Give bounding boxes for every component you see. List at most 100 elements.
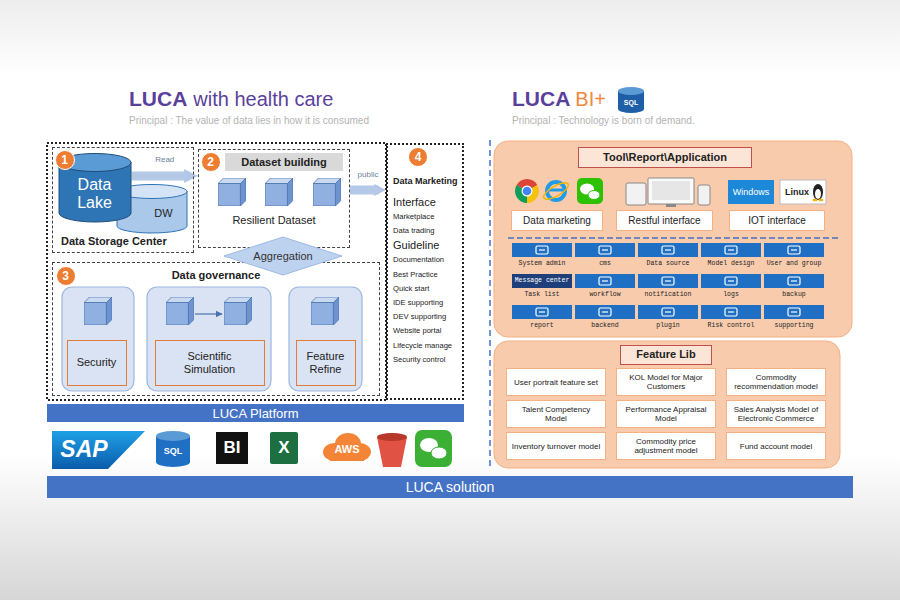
label-text: Windows: [733, 187, 770, 198]
tile-icon: [788, 308, 800, 316]
tile-shape: [701, 274, 761, 288]
wechat-icon: [577, 178, 603, 204]
function-tile-text: Task list: [524, 290, 559, 299]
feature-box: Talent Competency Model: [506, 400, 606, 428]
tile-icon: [728, 249, 734, 250]
product-logo: [618, 87, 644, 95]
tile-shape: [638, 274, 698, 288]
wechat-icon: [577, 178, 603, 204]
tile-shape: [701, 243, 761, 257]
function-tile: Risk control: [701, 305, 761, 332]
function-tile-text: workflow: [589, 290, 620, 299]
callout-circle: 2: [201, 152, 221, 172]
tile-icon: [791, 280, 797, 281]
feature-box: KOL Model for Major Customers: [616, 368, 716, 396]
tile-icon: [791, 249, 797, 250]
tile-icon: [599, 277, 611, 285]
interface-box-text: IOT interface: [748, 215, 806, 227]
tile-fill: [575, 243, 635, 257]
callout-circle: 3: [56, 266, 76, 286]
label-text: SQL: [164, 446, 183, 457]
device-icon: [626, 178, 710, 207]
function-tile: Message centerTask list: [512, 274, 572, 301]
tile-shape: [764, 274, 824, 288]
function-tile: System admin: [512, 243, 572, 270]
tile-fill: [575, 274, 635, 288]
os-tile: [813, 184, 823, 200]
tile-shape: [764, 243, 824, 257]
platform-band: LUCA Platform: [47, 404, 464, 422]
title-text: with health care: [193, 86, 333, 112]
callout-circle-text: 1: [61, 153, 68, 167]
feature-box-text: Talent Competency Model: [510, 405, 602, 423]
edge-label: public: [358, 170, 379, 180]
marketing-region-text: Marketplace: [393, 210, 434, 224]
feature-box: Sales Analysis Model of Electronic Comme…: [726, 400, 826, 428]
tile-fill: [638, 243, 698, 257]
marketing-region-text: IDE supporting: [393, 296, 443, 310]
function-tile: backup: [764, 274, 824, 301]
title-text: LUCA: [129, 86, 187, 112]
function-tile: notification: [638, 274, 698, 301]
cube-icon: [195, 313, 222, 314]
governance-panel: [147, 287, 271, 391]
marketing-region-text: Data trading: [393, 224, 434, 238]
app-panel: [494, 141, 852, 468]
callout-circle: 1: [55, 150, 75, 170]
marketing-region-text: Quick start: [393, 282, 429, 296]
function-tile-text: backend: [591, 321, 618, 330]
governance-region-text: Data governance: [172, 269, 261, 282]
callout-circle-text: 3: [62, 269, 69, 283]
cylinder-top: [59, 153, 131, 171]
tile-icon: [602, 311, 608, 312]
function-tile-text: logs: [723, 290, 739, 299]
os-tile: [780, 180, 826, 204]
function-tile: workflow: [575, 274, 635, 301]
function-tile-text: Risk control: [708, 321, 755, 330]
function-tile: User and group: [764, 243, 824, 270]
tile-icon: [725, 308, 737, 316]
governance-panel: [62, 287, 362, 391]
tile-fill: [512, 305, 572, 319]
marketing-region-text: Lifecycle manage: [393, 339, 452, 353]
function-box: Scientific Simulation: [155, 340, 265, 386]
function-box: Feature Refine: [296, 340, 356, 386]
flow-arrow: [132, 172, 190, 181]
label-slot: Principal : The value of data lies in ho…: [129, 114, 459, 128]
os-tile: [728, 180, 774, 204]
solution-band-text: LUCA solution: [406, 479, 495, 495]
tile-fill: [512, 274, 572, 288]
tile-icon: [665, 280, 671, 281]
device-icon: [698, 185, 710, 205]
label-slot: SQL: [618, 95, 644, 109]
tile-icon: [536, 246, 548, 254]
cube-icon: [224, 297, 252, 325]
tool-panel-text: Tool\Report\Application: [578, 147, 752, 168]
function-tile-text: System admin: [519, 259, 566, 268]
marketing-region-text: Website portal: [393, 324, 441, 338]
function-tile: backend: [575, 305, 635, 332]
function-tile-text: cms: [599, 259, 611, 268]
marketing-region-text: Interface: [393, 195, 436, 210]
function-box-text: Feature Refine: [297, 350, 355, 376]
browser-icon: [522, 186, 533, 197]
feature-panel: Feature LibUser portrait feature setKOL …: [494, 341, 840, 468]
label-slot: Windows: [728, 180, 774, 204]
function-tile-text: notification: [645, 290, 692, 299]
cube-icon: [313, 178, 341, 206]
dataset-region-text: Dataset building: [225, 153, 343, 171]
tile-icon: [728, 280, 734, 281]
app-panel: [508, 237, 838, 239]
edge-label: Read: [155, 155, 174, 165]
function-tile-text: User and group: [767, 259, 822, 268]
product-logo: [431, 447, 447, 459]
tile-shape: [575, 274, 635, 288]
data-lake-cylinder-text: Data Lake: [68, 176, 122, 212]
tile-shape: [575, 305, 635, 319]
title-text: LUCA: [512, 86, 570, 112]
function-tile: report: [512, 305, 572, 332]
function-tile-text: supporting: [774, 321, 813, 330]
dw-cylinder-text: DW: [154, 207, 172, 220]
tile-fill: [701, 274, 761, 288]
frame-line: [489, 140, 491, 470]
